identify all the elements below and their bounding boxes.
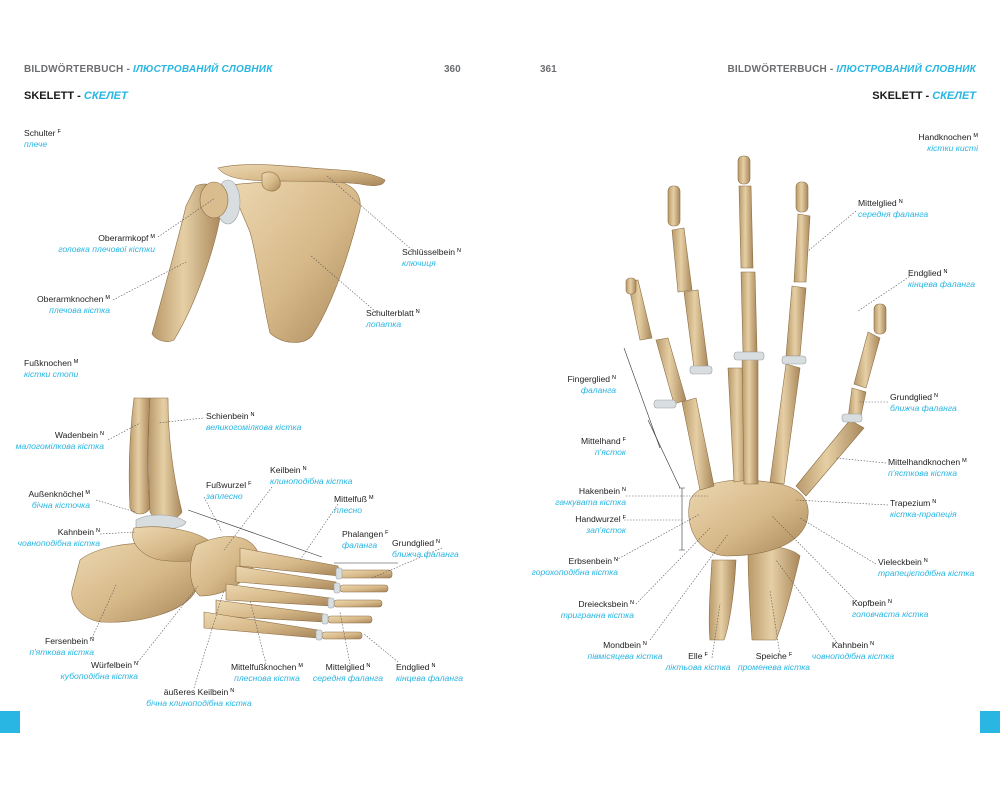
- finger-phalanges: [627, 185, 881, 421]
- shoulder-illustration: [151, 164, 386, 343]
- fingertips: [625, 155, 887, 335]
- toe-phalanges: [321, 569, 393, 640]
- ulna: [708, 559, 737, 641]
- hand-illustration: [625, 155, 887, 641]
- section-title-left: SKELETT - СКЕЛЕТ: [24, 90, 128, 102]
- running-header-left: BILDWÖRTERBUCH - ІЛЮСТРОВАНИЙ СЛОВНИК: [24, 64, 273, 75]
- thumb-index-tab-right: [980, 711, 1000, 733]
- radius: [747, 546, 801, 641]
- metacarpals: [681, 355, 865, 497]
- leader-lines: [91, 174, 913, 689]
- page-number-left: 360: [444, 64, 461, 75]
- tibia: [148, 397, 183, 521]
- thumb-index-tab-left: [0, 711, 20, 733]
- foot-illustration: [71, 397, 393, 641]
- carpals: [688, 479, 809, 557]
- scapula: [229, 180, 361, 343]
- section-title-right: SKELETT - СКЕЛЕТ: [872, 90, 976, 102]
- acromion: [261, 171, 281, 192]
- clavicle: [217, 164, 386, 186]
- bracket-lines: [187, 347, 685, 564]
- metatarsals: [203, 547, 341, 639]
- page-number-right: 361: [540, 64, 557, 75]
- fibula: [128, 397, 151, 515]
- running-header-right: BILDWÖRTERBUCH - ІЛЮСТРОВАНИЙ СЛОВНИК: [727, 64, 976, 75]
